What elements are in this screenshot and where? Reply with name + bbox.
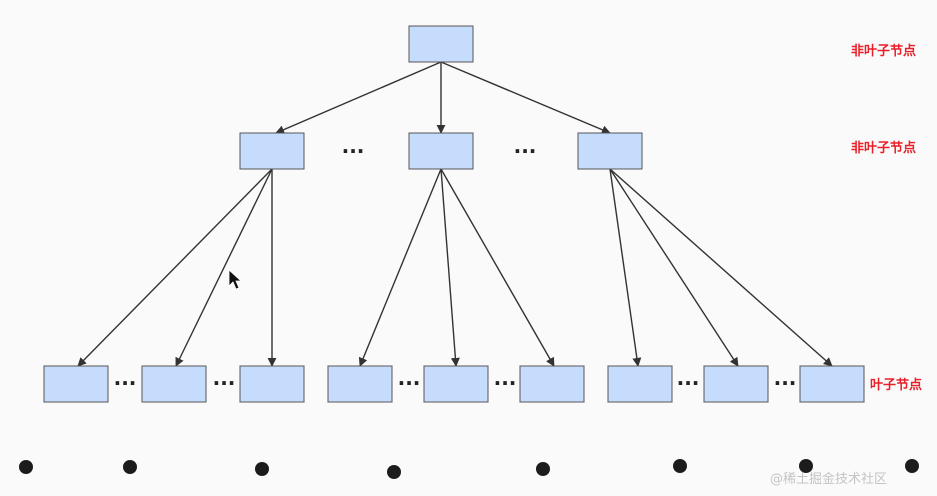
middle-node-1 xyxy=(239,132,305,170)
middle-node-2 xyxy=(408,132,474,170)
ellipsis-4: ··· xyxy=(213,371,236,395)
leaf-node-6 xyxy=(519,365,585,403)
middle-node-3 xyxy=(577,132,643,170)
leaf-node-5 xyxy=(423,365,489,403)
data-dot-8 xyxy=(905,459,919,473)
edge-arrow-12 xyxy=(609,168,833,367)
leaf-node-7 xyxy=(607,365,673,403)
leaf-node-3 xyxy=(239,365,305,403)
leaf-node-1 xyxy=(43,365,109,403)
data-dot-3 xyxy=(255,462,269,476)
data-dot-2 xyxy=(123,460,137,474)
ellipsis-7: ··· xyxy=(677,371,700,395)
watermark: @稀土掘金技术社区 xyxy=(770,472,888,487)
leaf-node-9 xyxy=(799,365,865,403)
ellipsis-8: ··· xyxy=(774,371,797,395)
ellipsis-5: ··· xyxy=(398,371,421,395)
root-node xyxy=(408,25,474,63)
ellipsis-6: ··· xyxy=(494,371,517,395)
edge-arrow-5 xyxy=(175,168,273,367)
ellipsis-2: ··· xyxy=(514,139,537,163)
data-dot-4 xyxy=(387,465,401,479)
root-level-label: 非叶子节点 xyxy=(851,44,917,59)
ellipsis-1: ··· xyxy=(342,139,365,163)
edge-arrow-4 xyxy=(77,168,273,367)
data-dot-5 xyxy=(536,462,550,476)
edge-arrow-10 xyxy=(609,168,642,367)
data-dot-7 xyxy=(799,459,813,473)
leaf-node-8 xyxy=(703,365,769,403)
middle-level-label: 非叶子节点 xyxy=(851,141,917,156)
edge-arrow-11 xyxy=(609,168,739,367)
leaf-level-label: 叶子节点 xyxy=(870,378,923,393)
edge-arrow-3 xyxy=(440,61,611,135)
data-dot-1 xyxy=(19,460,33,474)
edge-arrow-9 xyxy=(440,168,555,367)
edge-arrow-7 xyxy=(358,168,442,367)
edge-arrow-1 xyxy=(275,61,442,134)
leaf-node-2 xyxy=(141,365,207,403)
edge-arrow-8 xyxy=(440,168,460,367)
data-dot-6 xyxy=(673,459,687,473)
leaf-node-4 xyxy=(327,365,393,403)
ellipsis-3: ··· xyxy=(114,371,137,395)
mouse-cursor-icon xyxy=(228,269,243,290)
